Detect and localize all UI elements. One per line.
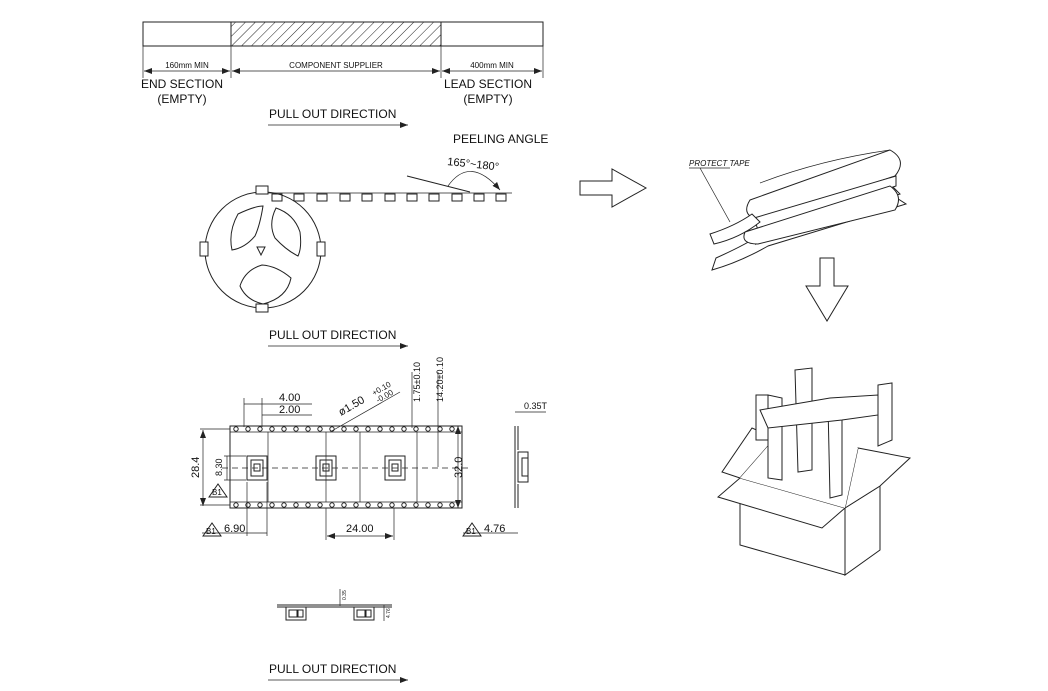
peeling-angle-value: 165°~180°	[447, 156, 500, 173]
cavity-3	[384, 455, 406, 481]
pull-out-direction-label: PULL OUT DIRECTION	[269, 107, 396, 121]
pull-out-direction-2: PULL OUT DIRECTION	[268, 328, 408, 349]
end-section-title: END SECTION	[141, 77, 223, 91]
lead-section-title: LEAD SECTION	[444, 77, 532, 91]
cavity-1420-label: 14.20±0.10	[435, 357, 445, 402]
component-supplier-label: COMPONENT SUPPLIER	[289, 61, 383, 70]
end-section-sub: (EMPTY)	[157, 92, 206, 106]
pull-out-direction-label: PULL OUT DIRECTION	[269, 328, 396, 342]
shipping-box	[716, 367, 912, 576]
flow-arrow-down	[805, 257, 849, 322]
stacked-reels: PROTECT TAPE	[689, 149, 908, 271]
pull-out-direction-3: PULL OUT DIRECTION	[268, 662, 408, 683]
end-section-box	[142, 21, 232, 47]
tape-pockets	[271, 193, 507, 202]
lead-section-box	[440, 21, 544, 47]
thickness-label: 0.35T	[524, 401, 548, 411]
protect-tape-label: PROTECT TAPE	[689, 159, 750, 168]
carrier-tape-body	[229, 425, 463, 509]
reel-drawing: PEELING ANGLE 165°~180°	[199, 132, 548, 313]
dim-476-label: 4.76	[484, 523, 505, 535]
lead-length-label: 400mm MIN	[470, 61, 514, 70]
cavity-2	[315, 455, 337, 481]
pull-out-direction-label: PULL OUT DIRECTION	[269, 662, 396, 676]
tape-sections: 160mm MIN COMPONENT SUPPLIER 400mm MIN E…	[141, 21, 544, 106]
pull-out-direction-1: PULL OUT DIRECTION	[268, 107, 408, 128]
carrier-tape-dimension-drawing: 4.00 2.00 ø1.50 +0.10 -0.00 1.75±0.10 14…	[190, 357, 548, 540]
dim-2400-label: 24.00	[346, 523, 374, 535]
dim-320-label: 32.0	[453, 457, 465, 478]
sprocket-holes-bottom	[233, 502, 455, 508]
cavity-1	[246, 455, 268, 481]
lead-section-sub: (EMPTY)	[463, 92, 512, 106]
tape-side-profile: 0.35T	[514, 401, 548, 508]
b1-marker-2: B1	[206, 527, 216, 536]
end-length-label: 160mm MIN	[165, 61, 209, 70]
side-035-label: 0.35	[342, 590, 348, 600]
tape-cross-section: 0.35 4.76	[277, 589, 392, 621]
dim-690-label: 6.90	[224, 523, 245, 535]
dim-284-label: 28.4	[190, 457, 202, 478]
sprocket-holes-top	[233, 426, 455, 432]
hole-diameter-label: ø1.50	[337, 394, 367, 418]
b1-marker-1: B1	[212, 488, 222, 497]
peeling-angle-label: PEELING ANGLE	[453, 132, 548, 146]
b1-marker-3: B1	[466, 527, 476, 536]
component-section-box	[230, 21, 442, 47]
edge-175-label: 1.75±0.10	[412, 362, 422, 402]
pitch-4-label: 4.00	[279, 392, 300, 404]
dim-830-label: 8.30	[214, 458, 224, 476]
side-476-label: 4.76	[386, 608, 392, 618]
flow-arrow-right	[579, 168, 648, 208]
pitch-2-label: 2.00	[279, 404, 300, 416]
